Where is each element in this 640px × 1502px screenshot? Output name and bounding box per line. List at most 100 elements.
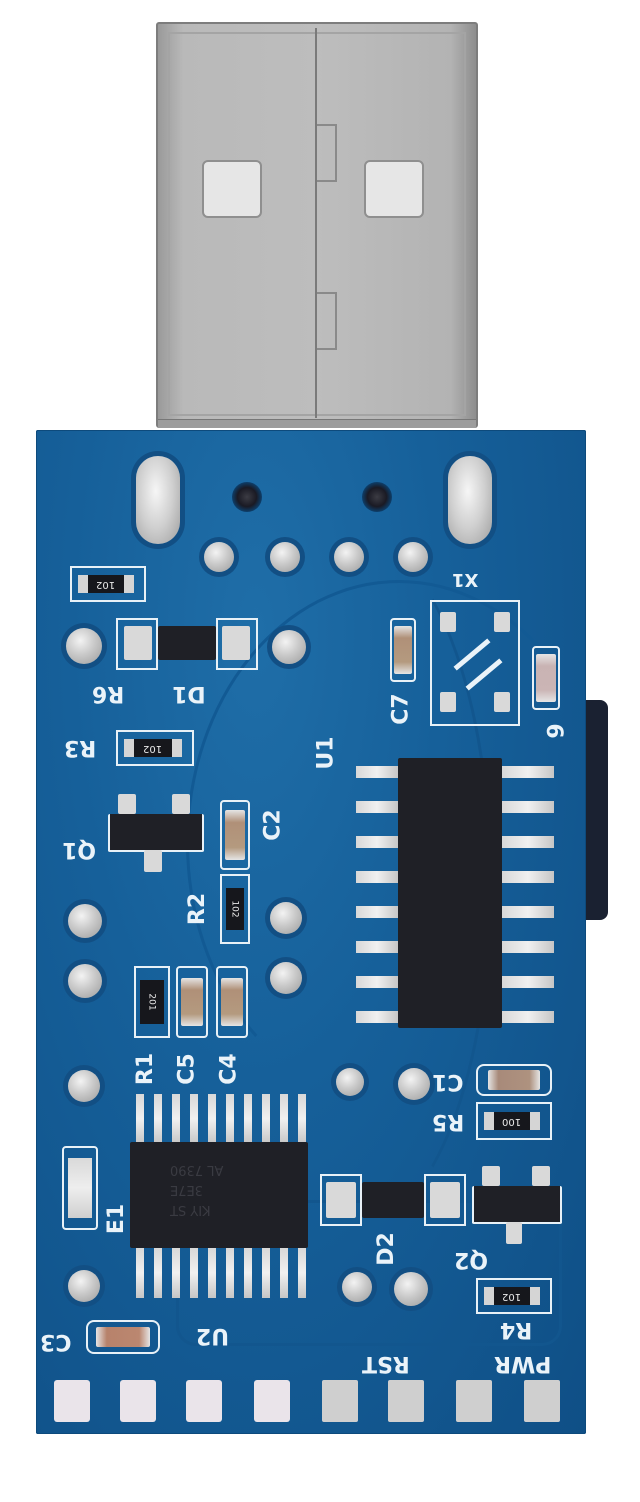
resistor-terminal [124, 739, 134, 757]
usb-shell-inner [168, 32, 466, 416]
resistor-terminal [172, 739, 182, 757]
c7-footprint [390, 618, 416, 682]
r1-marking: 201 [147, 993, 157, 1011]
through-hole-pad [342, 1272, 372, 1302]
label-c3: C3 [40, 1329, 72, 1354]
label-c2: C2 [260, 809, 286, 841]
through-hole-pad [394, 1272, 428, 1306]
c4-footprint [216, 966, 248, 1038]
label-d1: D1 [172, 681, 206, 706]
q1-pad [144, 850, 162, 872]
x1-pad [494, 692, 510, 712]
u1-pin [502, 871, 554, 883]
q2-transistor [472, 1186, 562, 1224]
label-c5: C5 [174, 1053, 200, 1085]
resistor-terminal [484, 1287, 494, 1305]
label-e1: E1 [104, 1203, 130, 1235]
through-hole-pad [66, 628, 102, 664]
header-pad-2 [120, 1380, 156, 1422]
usb-mount-pad-right [448, 456, 492, 544]
label-r6: R6 [92, 681, 125, 706]
through-hole-pad [270, 902, 302, 934]
u2-pins-bottom [136, 1248, 306, 1298]
u2-pin [136, 1248, 144, 1298]
u2-pin [208, 1248, 216, 1298]
c1-footprint [476, 1064, 552, 1096]
r4-footprint [476, 1278, 552, 1314]
u2-pin [262, 1248, 270, 1298]
r5-marking: 100 [502, 1116, 522, 1127]
e1-fuse [68, 1158, 92, 1218]
label-r5: R5 [432, 1109, 465, 1134]
usb-pin-pad [204, 542, 234, 572]
usb-shell-seam [315, 28, 317, 418]
label-q2: Q2 [454, 1247, 489, 1272]
resistor-terminal [124, 575, 134, 593]
r1-resistor: 201 [140, 980, 164, 1024]
r5-resistor: 100 [494, 1112, 530, 1130]
through-hole-pad [272, 630, 306, 664]
q2-pad [506, 1222, 522, 1244]
q2-pad [532, 1166, 550, 1186]
u1-pin [356, 766, 398, 778]
c5-footprint [176, 966, 208, 1038]
u2-pin [136, 1094, 144, 1144]
r4-resistor: 102 [494, 1287, 530, 1305]
label-pin-9: 9 [544, 723, 570, 739]
r3-footprint [116, 730, 194, 766]
c2-footprint [220, 800, 250, 870]
q1-pad [118, 794, 136, 814]
label-r4: R4 [500, 1317, 533, 1342]
through-hole-pad [270, 962, 302, 994]
header-pad-5 [322, 1380, 358, 1422]
through-hole-pad [398, 1068, 430, 1100]
u2-pin [280, 1094, 288, 1144]
d1-pad [124, 626, 152, 660]
u1-pin [356, 941, 398, 953]
usb-latch-window-left [202, 160, 262, 218]
u1-pin [502, 766, 554, 778]
label-c1: C1 [432, 1069, 464, 1094]
u2-chip: AL 7390 3E7E KIY ST [130, 1142, 308, 1248]
u1-pin [356, 906, 398, 918]
label-x1: X1 [452, 569, 479, 590]
usb-connector [156, 22, 478, 428]
through-hole-pad [68, 1270, 100, 1302]
label-pwr: PWR [494, 1351, 552, 1376]
u2-pin [226, 1248, 234, 1298]
c2-capacitor [225, 810, 245, 860]
e1-footprint [62, 1146, 98, 1230]
u1-pin [502, 941, 554, 953]
r1-footprint [134, 966, 170, 1038]
d1-pad-outline-right [216, 618, 258, 670]
resistor-terminal [530, 1112, 540, 1130]
u1-pins-left [356, 766, 398, 1026]
label-r2: R2 [185, 892, 211, 926]
d2-pad [430, 1182, 460, 1218]
resistor-terminal [78, 575, 88, 593]
label-u2: U2 [196, 1323, 230, 1348]
c3-capacitor [96, 1327, 150, 1347]
u2-pin [172, 1094, 180, 1144]
u1-pin [356, 836, 398, 848]
c5-capacitor [181, 978, 203, 1026]
d2-pad [326, 1182, 356, 1218]
u1-pin [502, 836, 554, 848]
usb-pin-pad [334, 542, 364, 572]
through-hole-pad [68, 964, 102, 998]
u1-chip [398, 758, 502, 1028]
u2-pin [298, 1248, 306, 1298]
d2-pad-outline-right [424, 1174, 466, 1226]
header-pad-7-pwr [456, 1380, 492, 1422]
u1-pin [356, 976, 398, 988]
r2-resistor: 102 [226, 888, 244, 930]
q1-transistor [108, 814, 204, 852]
r6-resistor: 102 [88, 575, 124, 593]
u2-pin [262, 1094, 270, 1144]
d2-diode-body [362, 1182, 424, 1218]
r3-marking: 102 [143, 743, 163, 754]
header-pad-3 [186, 1380, 222, 1422]
d2-pad-outline-left [320, 1174, 362, 1226]
c1-capacitor [488, 1070, 540, 1090]
label-c7: C7 [388, 693, 414, 725]
